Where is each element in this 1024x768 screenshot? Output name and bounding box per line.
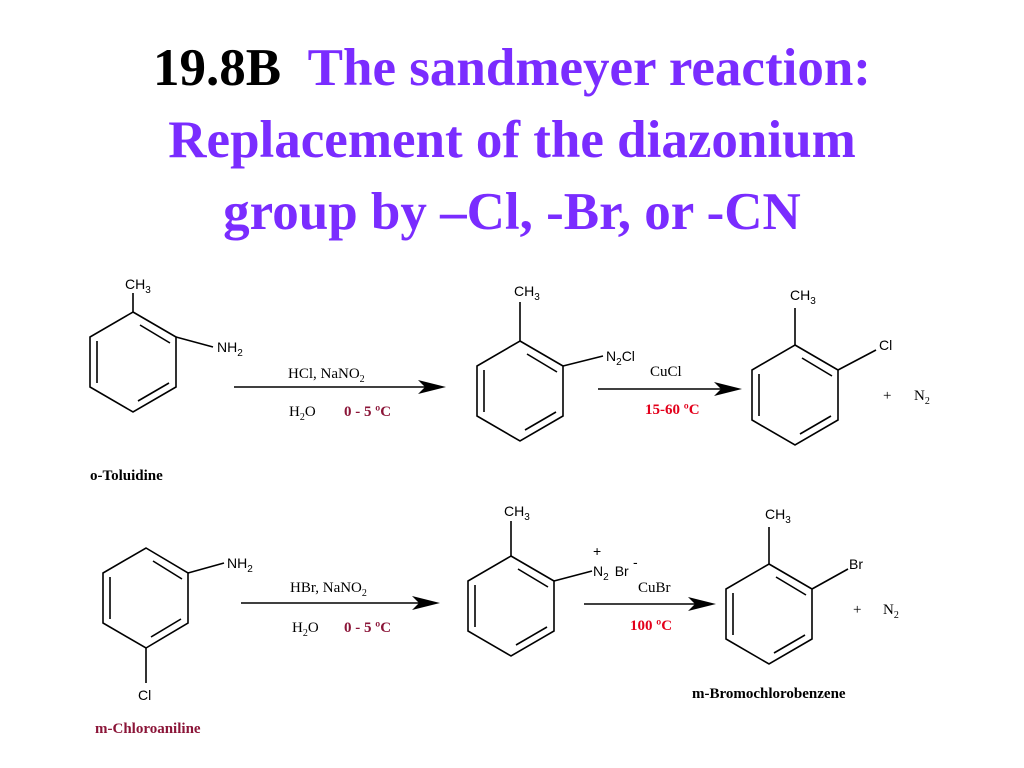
br-label: Br (849, 556, 863, 572)
plus-sign: + (883, 388, 891, 404)
benzene-ring (102, 547, 189, 649)
bromotoluene-structure: CH3 Br (725, 506, 863, 665)
negative-charge: - (633, 554, 638, 570)
chlorotoluene-structure: CH3 Cl (751, 287, 892, 446)
reagent-cubr: CuBr (638, 580, 671, 596)
benzene-ring (751, 344, 839, 446)
ch3-label: CH3 (514, 283, 540, 303)
reaction-arrow (241, 596, 440, 610)
slide-title: 19.8B The sandmeyer reaction: Replacemen… (0, 32, 1024, 248)
m-chloroaniline-structure: NH2 Cl (102, 547, 253, 703)
benzene-ring (467, 555, 555, 657)
title-line-2: Replacement of the diazonium (168, 111, 856, 169)
temperature-condition: 0 - 5 ºC (344, 404, 391, 420)
nh2-label: NH2 (217, 339, 243, 359)
m-chloroaniline-name: m-Chloroaniline (95, 721, 201, 737)
n2cl-label: N2Cl (606, 348, 635, 368)
temperature-condition: 100 ºC (630, 618, 672, 634)
plus-sign: + (853, 602, 861, 618)
title-line-3: group by –Cl, -Br, or -CN (223, 183, 801, 241)
diazonium-chloride-structure: CH3 N2Cl (476, 283, 635, 442)
ch3-label: CH3 (765, 506, 791, 526)
ch3-label: CH3 (504, 503, 530, 523)
temperature-condition: 0 - 5 ºC (344, 620, 391, 636)
reagent-cucl: CuCl (650, 364, 682, 380)
o-toluidine-name: o-Toluidine (90, 468, 163, 484)
cl-label: Cl (879, 337, 892, 353)
benzene-ring (476, 340, 564, 442)
m-bromochlorobenzene-name: m-Bromochlorobenzene (692, 686, 846, 702)
o-toluidine-structure: CH3 NH2 (89, 276, 243, 413)
solvent-water: H2O (292, 620, 319, 639)
reagent-hcl-nano2: HCl, NaNO2 (288, 366, 365, 385)
reagent-hbr-nano2: HBr, NaNO2 (290, 580, 367, 599)
solvent-water: H2O (289, 404, 316, 423)
section-number: 19.8B (153, 39, 282, 97)
reaction-arrow (598, 382, 742, 396)
positive-charge: + (593, 543, 601, 559)
benzene-ring (89, 311, 177, 413)
ch3-label: CH3 (790, 287, 816, 307)
reaction-arrow (234, 380, 446, 394)
nitrogen-byproduct: N2 (883, 602, 899, 621)
nh2-label: NH2 (227, 555, 253, 575)
reaction-arrow (584, 597, 716, 611)
ch3-label: CH3 (125, 276, 151, 296)
title-line-1: The sandmeyer reaction: (307, 39, 871, 97)
nitrogen-byproduct: N2 (914, 388, 930, 407)
temperature-condition: 15-60 ºC (645, 402, 700, 418)
benzene-ring (725, 563, 813, 665)
cl-label: Cl (138, 687, 151, 703)
